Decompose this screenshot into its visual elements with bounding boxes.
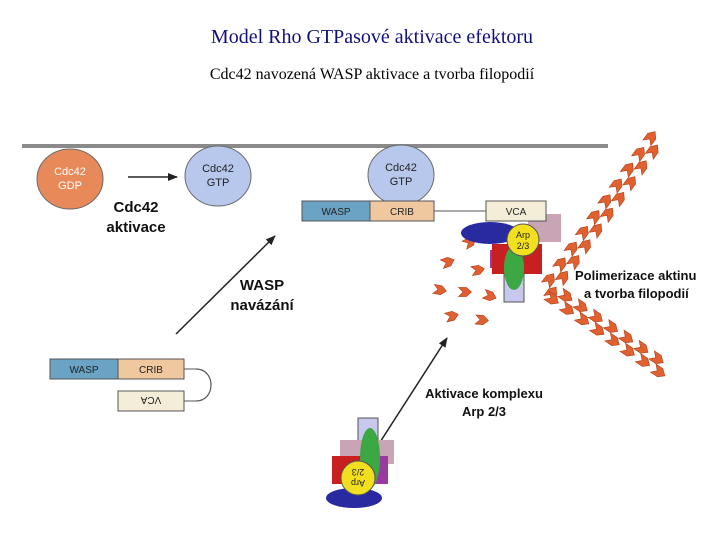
- wasp-active-crib-label: CRIB: [390, 207, 414, 218]
- wasp-inactive-crib-label: CRIB: [139, 365, 163, 376]
- wasp-inactive-vca-label: VCA: [140, 394, 161, 405]
- wasp-binding-arrow: [175, 235, 276, 335]
- actin-subunit: [572, 298, 588, 312]
- wasp-binding-label-line1: WASP: [240, 277, 284, 294]
- cdc42-gdp-node: Cdc42 GDP: [36, 148, 104, 210]
- arp-active-line1: Arp: [516, 230, 530, 240]
- actin-subunit: [642, 131, 657, 147]
- actin-subunit: [648, 350, 664, 364]
- actin-subunit: [622, 176, 636, 192]
- actin-subunit: [597, 194, 612, 210]
- actin-subunit: [619, 342, 635, 357]
- actin-subunit: [470, 264, 485, 277]
- actin-subunit: [608, 178, 623, 194]
- cdc42-gdp-line2: GDP: [58, 180, 82, 192]
- actin-subunit: [633, 160, 648, 176]
- actin-subunit: [573, 311, 590, 326]
- actin-subunit: [554, 270, 569, 287]
- cdc42-activation-label-line2: aktivace: [106, 219, 165, 236]
- actin-subunit: [481, 288, 497, 302]
- actin-subunit: [634, 352, 650, 367]
- wasp-active-construct: WASP CRIB: [301, 200, 486, 222]
- slide-subtitle: Cdc42 navozená WASP aktivace a tvorba fi…: [209, 66, 535, 83]
- cdc42-gtp-line1: Cdc42: [202, 163, 234, 175]
- actin-subunit: [457, 287, 472, 297]
- actin-subunit: [432, 283, 447, 296]
- arp-inactive-line1: Arp: [351, 478, 365, 488]
- actin-subunit: [649, 363, 666, 378]
- cdc42-gdp-line1: Cdc42: [54, 166, 86, 178]
- actin-subunit: [439, 256, 455, 270]
- actin-subunit: [474, 314, 489, 325]
- wasp-inactive-wasp-label: WASP: [69, 365, 98, 376]
- actin-polymerization-label-line1: Polimerizace aktinu: [575, 268, 696, 283]
- actin-subunit: [585, 210, 600, 226]
- actin-filament: [540, 131, 666, 378]
- actin-subunit: [556, 287, 573, 302]
- cdc42-gtp-bound-line1: Cdc42: [385, 162, 417, 174]
- actin-subunit: [574, 225, 589, 242]
- arp-activation-label-line2: Arp 2/3: [462, 404, 506, 419]
- actin-subunit: [565, 255, 580, 271]
- wasp-active-wasp-label: WASP: [321, 207, 350, 218]
- cdc42-gtp-node: Cdc42 GTP: [184, 145, 252, 207]
- actin-subunit: [604, 332, 620, 346]
- wasp-binding-label-line2: navázání: [230, 297, 294, 314]
- actin-subunit: [588, 223, 603, 239]
- arp-active-line2: 2/3: [517, 241, 530, 251]
- cdc42-activation-label-line1: Cdc42: [113, 199, 158, 216]
- cdc42-gtp-bound-line2: GTP: [390, 176, 413, 188]
- actin-subunit: [563, 241, 578, 258]
- actin-subunit: [543, 290, 559, 305]
- arp-activation-label-line1: Aktivace komplexu: [425, 386, 543, 401]
- arp23-active-complex: VCA Arp 2/3: [461, 200, 561, 303]
- arp-inactive-line2: 2/3: [352, 467, 365, 477]
- wasp-active-vca-label: VCA: [506, 207, 527, 218]
- slide-title: Model Rho GTPasové aktivace efektoru: [210, 26, 534, 48]
- actin-subunit: [588, 321, 605, 336]
- actin-subunit: [610, 191, 625, 208]
- actin-polymerization-label-line2: a tvorba filopodií: [584, 286, 689, 301]
- actin-subunit: [577, 239, 591, 255]
- actin-subunit: [552, 257, 566, 273]
- actin-subunit: [619, 162, 634, 179]
- actin-subunit: [602, 318, 618, 333]
- actin-subunit: [558, 300, 574, 315]
- actin-subunit: [644, 144, 659, 160]
- actin-subunit: [587, 308, 603, 323]
- actin-subunit: [599, 207, 614, 224]
- actin-subunit: [540, 273, 555, 289]
- cdc42-gtp-line2: GTP: [207, 177, 230, 189]
- actin-subunit: [632, 339, 649, 354]
- actin-subunit: [617, 329, 634, 344]
- actin-subunit: [443, 310, 459, 323]
- arp-activation-arrow: [374, 337, 448, 451]
- cdc42-gtp-bound-node: Cdc42 GTP: [367, 144, 435, 206]
- actin-monomers: [432, 237, 497, 325]
- actin-subunit: [630, 147, 645, 163]
- arp23-inactive-complex: Arp 2/3: [326, 417, 394, 508]
- wasp-inactive-construct: WASP CRIB VCA: [49, 358, 212, 412]
